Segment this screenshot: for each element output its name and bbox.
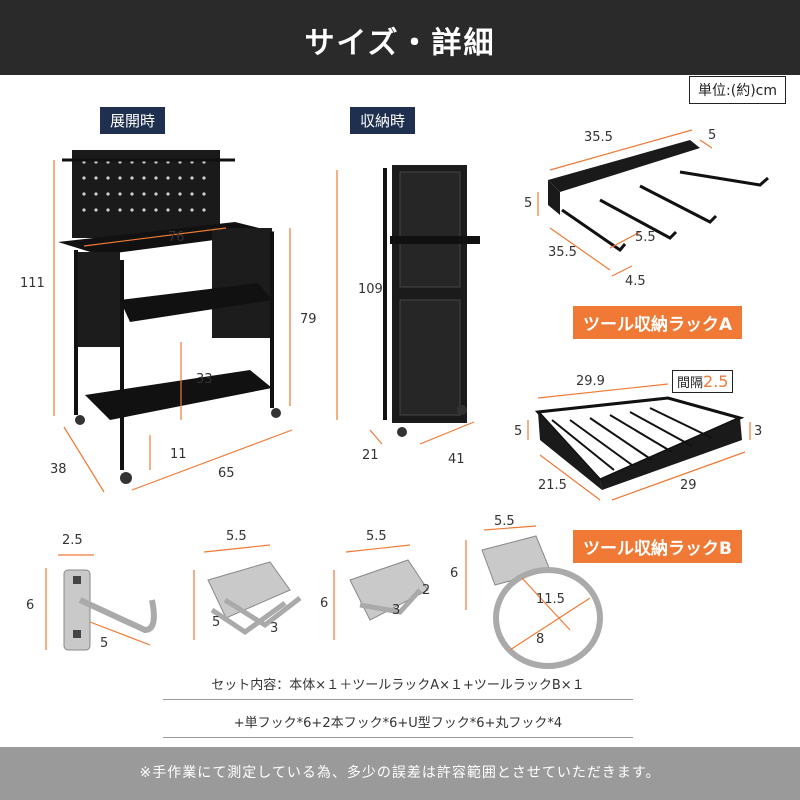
- hook-u-width: 2: [422, 583, 431, 598]
- hook-double-top: 5.5: [226, 529, 247, 544]
- cart-width: 65: [218, 466, 235, 481]
- hook-u-length: 3: [392, 603, 401, 618]
- rack-b-length: 29: [680, 478, 697, 493]
- hook-single-height: 6: [26, 598, 35, 613]
- hook-u-height: 6: [320, 596, 329, 611]
- rack-a-inner: 4.5: [625, 274, 646, 289]
- page-title: サイズ・詳細: [304, 26, 496, 61]
- rack-b-height-left: 5: [514, 424, 523, 439]
- rack-a-end: 5: [708, 128, 717, 143]
- rack-b-height-right: 3: [754, 424, 763, 439]
- footnote: ※手作業にて測定している為、多少の誤差は許容範囲とさせていただきます。: [0, 747, 800, 800]
- hook-double-length: 3: [270, 621, 279, 636]
- rack-b-illustration: [527, 383, 751, 501]
- cart-depth: 38: [50, 462, 67, 477]
- set-contents-line1: セット内容：本体×１＋ツールラックA×１+ツールラックB×１: [163, 674, 633, 700]
- hook-u-illustration: [333, 544, 429, 640]
- hook-single-illustration: [45, 554, 157, 651]
- hook-single-top: 2.5: [62, 533, 83, 548]
- cart-height-side: 79: [300, 312, 317, 327]
- rack-b-interval-value: 2.5: [703, 372, 729, 391]
- hook-ring-diameter: 8: [536, 632, 545, 647]
- rack-a-illustration: [537, 129, 769, 277]
- rack-b-top-length: 29.9: [576, 374, 605, 389]
- hook-ring-diag: 11.5: [536, 592, 565, 607]
- hook-single-length: 5: [100, 636, 109, 651]
- header-bar: サイズ・詳細: [0, 0, 800, 75]
- folded-depth: 21: [362, 448, 379, 463]
- hook-ring-illustration: [465, 525, 603, 669]
- folded-height: 109: [358, 282, 383, 297]
- badge-rack-a: ツール収納ラックA: [573, 306, 743, 339]
- hook-ring-top: 5.5: [494, 514, 515, 529]
- cart-height-total: 111: [20, 276, 45, 291]
- folded-cart-illustration: [336, 165, 480, 445]
- badge-expanded: 展開時: [100, 107, 166, 134]
- rack-a-height: 5: [524, 196, 533, 211]
- folded-width: 41: [448, 452, 465, 467]
- cart-shelf-gap: 33: [196, 372, 213, 387]
- rack-a-depth: 35.5: [548, 245, 577, 260]
- hook-ring-height: 6: [450, 566, 459, 581]
- rack-b-interval-label: 間隔: [677, 376, 704, 391]
- cart-illustration: [53, 150, 293, 493]
- badge-rack-b: ツール収納ラックB: [573, 530, 742, 563]
- unit-label: 単位:(約)cm: [689, 76, 786, 104]
- rack-a-gap: 5.5: [635, 230, 656, 245]
- set-contents-line2: +単フック*6+2本フック*6+U型フック*6+丸フック*4: [163, 712, 633, 738]
- hook-double-illustration: [193, 544, 302, 640]
- cart-bottom-clear: 11: [170, 447, 187, 462]
- hook-u-top: 5.5: [366, 529, 387, 544]
- rack-b-depth: 21.5: [538, 478, 567, 493]
- rack-a-length: 35.5: [584, 130, 613, 145]
- hook-double-height: 5: [212, 615, 221, 630]
- cart-width-top: 76: [168, 230, 185, 245]
- rack-b-interval: 間隔2.5: [672, 370, 734, 393]
- badge-folded: 収納時: [350, 107, 416, 134]
